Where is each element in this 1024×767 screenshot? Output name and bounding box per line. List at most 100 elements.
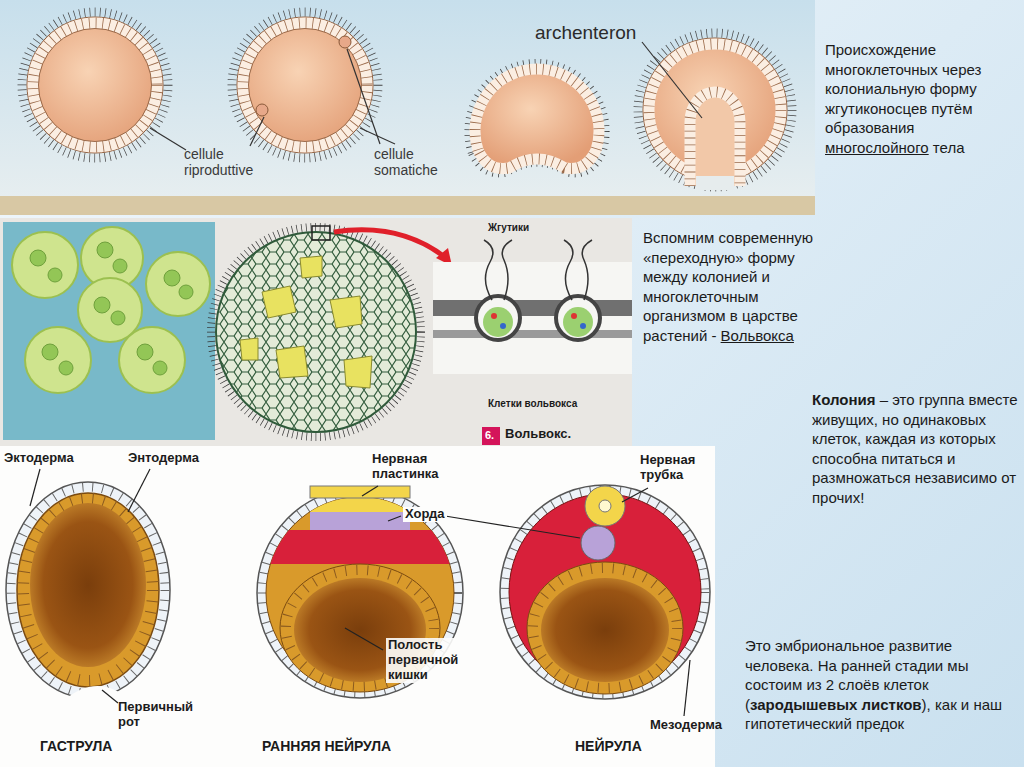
path-shape <box>564 240 573 300</box>
bold-term: зародышевых листков <box>750 696 922 713</box>
label-text: Жгутики <box>488 222 529 233</box>
rect-shape <box>433 262 632 374</box>
circle-shape <box>581 526 615 560</box>
circle-shape <box>211 227 421 437</box>
ellipse-shape <box>6 482 170 698</box>
ellipse-shape <box>17 493 159 687</box>
circle-shape <box>119 327 185 393</box>
ellipse-shape <box>11 487 165 693</box>
bold-term: Колония <box>812 391 875 408</box>
circle-shape <box>249 29 362 142</box>
circle-shape <box>563 307 593 337</box>
circle-shape <box>94 297 110 313</box>
circle-shape <box>146 252 210 316</box>
line-shape <box>362 486 378 496</box>
part-label: archenteron <box>535 22 636 44</box>
embryo-panel <box>0 446 715 767</box>
top-panel <box>0 0 815 215</box>
g-shape <box>150 42 702 150</box>
g-shape <box>250 490 470 564</box>
part-label: Полость первичной кишки <box>386 638 470 683</box>
paragraph-text: – это группа вместе живущих, но одинаков… <box>812 391 1018 506</box>
part-label: Первичный рот <box>118 700 210 730</box>
ellipse-shape <box>23 499 153 681</box>
rect-shape <box>0 218 632 450</box>
path-shape <box>334 230 446 258</box>
part-label: cellule somatiche <box>374 146 474 178</box>
circle-shape <box>59 361 73 375</box>
paragraph-text: Вспомним современную «переходную» форму … <box>643 229 813 344</box>
text-block: Происхождение многоклеточных через колон… <box>825 40 1017 157</box>
part-label: ГАСТРУЛА <box>40 738 112 754</box>
ellipse-shape <box>500 485 710 699</box>
text-block: Это эмбриональное развитие человека. На … <box>745 636 1017 734</box>
rect-shape <box>250 530 470 564</box>
text-block: Колония – это группа вместе живущих, но … <box>812 390 1018 507</box>
g-shape <box>240 256 372 388</box>
g-shape <box>484 240 592 300</box>
rect-shape <box>310 512 410 530</box>
polygon-shape <box>276 346 308 378</box>
line-shape <box>388 516 401 521</box>
circle-shape <box>153 361 167 375</box>
polygon-shape <box>344 356 372 388</box>
circle-shape <box>571 313 577 319</box>
label-text: 6. <box>485 429 494 441</box>
circle-shape <box>256 104 268 116</box>
path-shape <box>433 300 632 316</box>
text-block: Вспомним современную «переходную» форму … <box>643 228 843 345</box>
circle-shape <box>237 17 373 153</box>
label-text: Мезодерма <box>650 717 722 732</box>
line-shape <box>345 628 383 650</box>
circle-shape <box>30 250 46 266</box>
part-label: Жгутики <box>488 222 529 234</box>
path-shape <box>475 69 599 169</box>
circle-shape <box>216 232 416 432</box>
label-text: Клетки вольвокса <box>488 398 577 409</box>
line-shape <box>102 690 118 703</box>
label-text: Нервная трубка <box>640 452 695 482</box>
circle-shape <box>137 344 153 360</box>
rect-shape <box>0 446 715 767</box>
rect-shape <box>310 486 410 498</box>
ellipse-shape <box>30 503 146 667</box>
circle-shape <box>483 307 513 337</box>
line-shape <box>150 128 186 150</box>
label-text: РАННЯЯ НЕЙРУЛА <box>262 738 391 754</box>
circle-shape <box>580 323 586 329</box>
circle-shape <box>164 270 180 286</box>
circle-shape <box>243 23 367 147</box>
label-text: Эктодерма <box>4 450 74 465</box>
part-label: РАННЯЯ НЕЙРУЛА <box>262 738 391 754</box>
label-text: НЕЙРУЛА <box>575 738 642 754</box>
path-shape <box>582 240 592 300</box>
part-label: НЕЙРУЛА <box>575 738 642 754</box>
polygon-shape <box>300 256 322 278</box>
part-label: Энтодерма <box>128 451 199 466</box>
path-shape <box>484 240 493 300</box>
part-label: Нервная пластинка <box>372 452 472 482</box>
line-shape <box>360 128 395 144</box>
path-shape <box>433 330 632 338</box>
circle-shape <box>22 12 168 158</box>
rect-shape <box>3 222 215 440</box>
label-text: Хорда <box>405 506 445 521</box>
paragraph-text: Происхождение многоклеточных через колон… <box>825 41 981 136</box>
path-shape <box>475 69 599 169</box>
polygon-shape <box>330 296 362 328</box>
g-shape <box>30 242 193 375</box>
path-shape <box>690 92 740 186</box>
circle-shape <box>585 486 625 526</box>
rect-shape <box>0 196 815 215</box>
label-text: archenteron <box>535 22 636 43</box>
label-text: cellule somatiche <box>374 146 438 178</box>
ellipse-shape <box>262 493 458 693</box>
g-shape <box>30 469 690 716</box>
line-shape <box>642 42 702 118</box>
circle-shape <box>113 259 127 273</box>
part-label: cellule riproduttive <box>184 146 284 178</box>
rect-shape <box>0 0 815 215</box>
g-shape <box>12 227 210 393</box>
line-shape <box>445 516 580 538</box>
line-shape <box>30 469 40 506</box>
